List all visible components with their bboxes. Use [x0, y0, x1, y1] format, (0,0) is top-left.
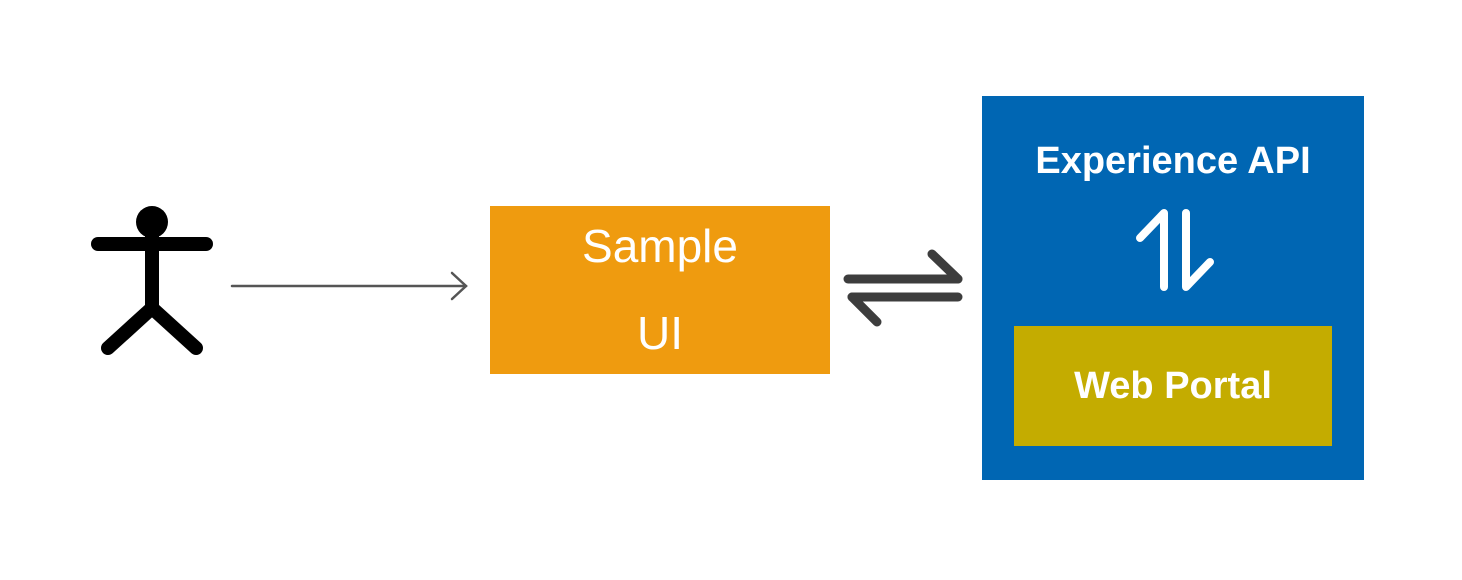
sample-ui-label-line2: UI — [637, 307, 683, 359]
web-portal-label: Web Portal — [1074, 364, 1272, 407]
experience-api-title: Experience API — [1035, 140, 1311, 182]
sample-ui-label-line1: Sample — [582, 219, 738, 272]
up-down-arrows-icon — [1136, 209, 1214, 291]
web-portal-box: Web Portal — [1014, 326, 1332, 446]
actor-stick-figure-icon — [91, 206, 213, 355]
actor-to-ui-arrow — [230, 271, 468, 301]
bidirectional-swap-arrows-icon — [843, 249, 963, 327]
sample-ui-box: Sample UI — [490, 206, 830, 374]
